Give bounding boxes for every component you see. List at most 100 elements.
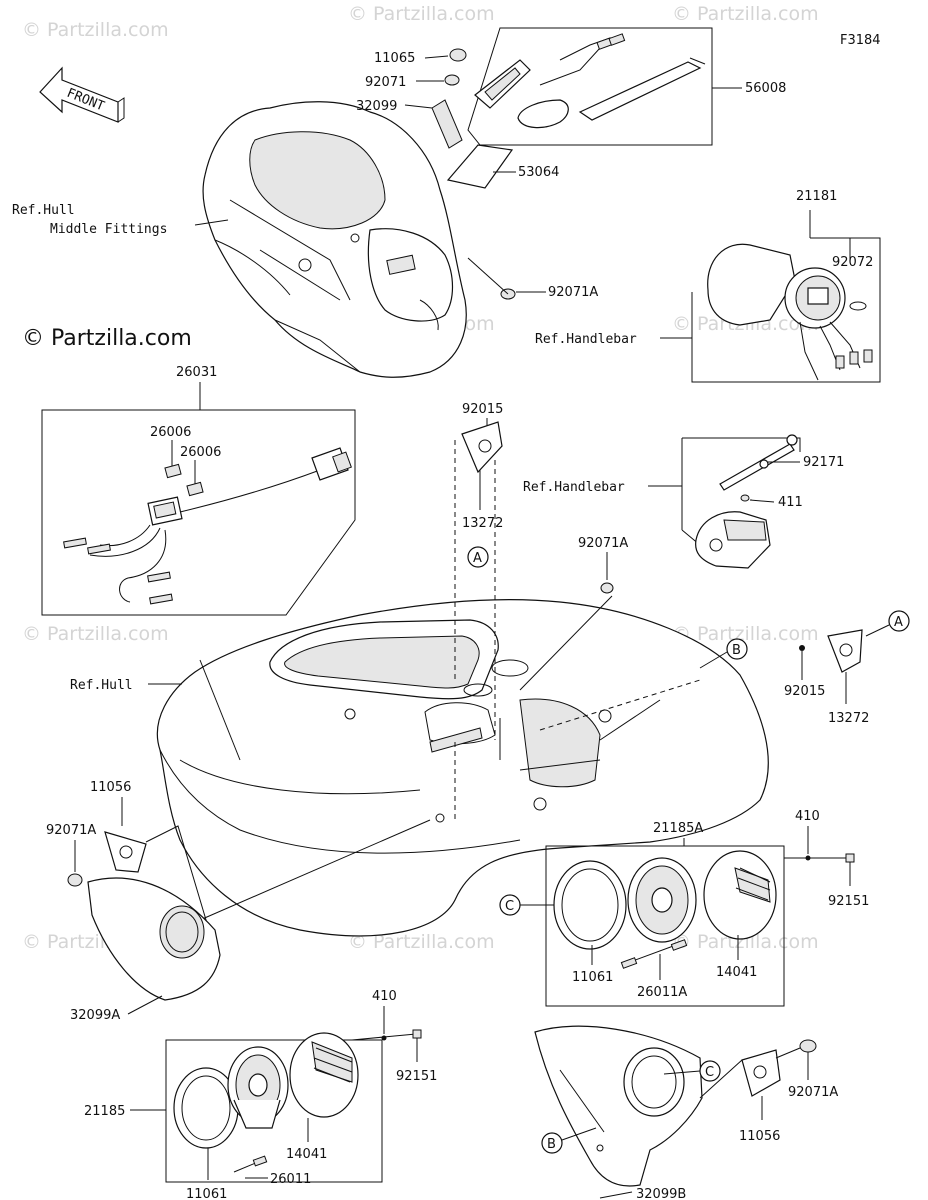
watermark: © Partzilla.com xyxy=(22,19,169,41)
label-11056-bottom: 11056 xyxy=(739,1129,780,1144)
label-32099a: 32099A xyxy=(70,1008,120,1023)
harness-26031-box xyxy=(41,409,356,616)
label-92171: 92171 xyxy=(803,455,844,470)
label-26006-a: 26006 xyxy=(150,425,191,440)
label-ref-handlebar-1: Ref.Handlebar xyxy=(535,332,637,347)
label-410-right: 410 xyxy=(795,809,820,824)
callout-b-bottom xyxy=(541,1132,563,1154)
clip-92071a-top xyxy=(467,257,516,300)
plate-53064 xyxy=(446,144,514,189)
callout-b-bottom-label: B xyxy=(547,1137,556,1152)
guide-line xyxy=(519,595,613,691)
screw-92151-right xyxy=(845,853,855,863)
meter-21181 xyxy=(707,243,873,381)
harness-26031 xyxy=(63,440,352,605)
callout-b xyxy=(726,638,748,660)
callout-a-right-label: A xyxy=(894,615,903,630)
watermark: © Partzilla.com xyxy=(22,623,169,645)
washer-410-bottom xyxy=(381,1035,387,1041)
label-32099b: 32099B xyxy=(636,1187,686,1200)
watermark: © Partzilla.com xyxy=(672,623,819,645)
callout-b-label: B xyxy=(732,643,741,658)
label-411: 411 xyxy=(778,495,803,510)
cable-26011a xyxy=(620,939,688,969)
label-11061-bottom: 11061 xyxy=(186,1187,227,1200)
label-92071: 92071 xyxy=(365,75,406,90)
washer-410-right xyxy=(805,855,811,861)
guide-line xyxy=(199,819,431,921)
kit-56008-parts xyxy=(474,33,706,129)
label-14041-right: 14041 xyxy=(716,965,757,980)
cap-11065 xyxy=(449,48,467,62)
label-13272-top: 13272 xyxy=(462,516,503,531)
label-ref-hull: Ref.Hull xyxy=(70,678,133,693)
label-92071a-left: 92071A xyxy=(46,823,96,838)
label-11065: 11065 xyxy=(374,51,415,66)
label-26006-b: 26006 xyxy=(180,445,221,460)
label-ref-hull-middle-2: Middle Fittings xyxy=(50,222,167,237)
clip-92071a-mid xyxy=(600,582,614,594)
label-13272-right: 13272 xyxy=(828,711,869,726)
clip-92071a-left xyxy=(67,873,83,887)
label-56008: 56008 xyxy=(745,81,786,96)
speaker-21185 xyxy=(173,1032,359,1149)
callout-a xyxy=(467,546,489,568)
label-92071a-top: 92071A xyxy=(548,285,598,300)
bracket-13272-right xyxy=(827,629,863,673)
tube-32099 xyxy=(431,99,463,149)
hull-middle-fittings xyxy=(202,101,467,378)
speaker-21185a xyxy=(553,850,777,950)
callout-c-right-label: C xyxy=(505,899,514,914)
watermark: © Partzilla.com xyxy=(348,931,495,953)
hull xyxy=(156,599,769,937)
label-ref-handlebar-2: Ref.Handlebar xyxy=(523,480,625,495)
diagram-code: F3184 xyxy=(840,33,881,48)
watermark: © Partzilla.com xyxy=(672,931,819,953)
label-92071a-bottom: 92071A xyxy=(788,1085,838,1100)
speaker-21185-box xyxy=(165,1039,383,1183)
label-14041-bottom: 14041 xyxy=(286,1147,327,1162)
label-21185a: 21185A xyxy=(653,821,703,836)
callout-a-right xyxy=(888,610,910,632)
speaker-housing-32099b xyxy=(534,1025,703,1187)
label-11061-right: 11061 xyxy=(572,970,613,985)
label-26011: 26011 xyxy=(270,1172,311,1187)
cable-26011 xyxy=(233,1155,268,1173)
bracket-13272-top xyxy=(461,421,503,474)
front-arrow-icon: FRONT xyxy=(39,66,125,123)
meter-21181-box xyxy=(691,237,881,383)
cable-92171 xyxy=(719,434,798,502)
watermark: © Partzilla.com xyxy=(348,3,495,25)
label-26031: 26031 xyxy=(176,365,217,380)
clip-92071a-bottom xyxy=(775,1039,817,1059)
callout-c-bottom-label: C xyxy=(705,1065,714,1080)
callout-a-label: A xyxy=(473,551,482,566)
label-21181: 21181 xyxy=(796,189,837,204)
label-53064: 53064 xyxy=(518,165,559,180)
label-92015-top: 92015 xyxy=(462,402,503,417)
label-21185: 21185 xyxy=(84,1104,125,1119)
bracket-11056-left xyxy=(104,831,147,873)
cable-box xyxy=(682,437,801,452)
label-92151-right: 92151 xyxy=(828,894,869,909)
label-92151-bottom: 92151 xyxy=(396,1069,437,1084)
label-11056-left: 11056 xyxy=(90,780,131,795)
label-92071a-mid: 92071A xyxy=(578,536,628,551)
throttle-module xyxy=(695,511,771,569)
label-32099: 32099 xyxy=(356,99,397,114)
label-ref-hull-middle-1: Ref.Hull xyxy=(12,203,75,218)
bolt-92015-right xyxy=(799,645,805,651)
label-92072: 92072 xyxy=(832,255,873,270)
copyright-text: © Partzilla.com xyxy=(22,326,192,351)
label-26011a: 26011A xyxy=(637,985,687,1000)
label-92015-right: 92015 xyxy=(784,684,825,699)
screw-92151-bottom xyxy=(412,1029,422,1039)
kit-56008-box xyxy=(467,27,713,146)
grommet-92071 xyxy=(444,74,460,86)
label-410-bottom: 410 xyxy=(372,989,397,1004)
speaker-housing-32099a xyxy=(87,877,221,1001)
speaker-21185a-box xyxy=(545,845,785,1007)
bracket-11056-bottom xyxy=(741,1049,781,1097)
watermark: © Partzilla.com xyxy=(672,3,819,25)
